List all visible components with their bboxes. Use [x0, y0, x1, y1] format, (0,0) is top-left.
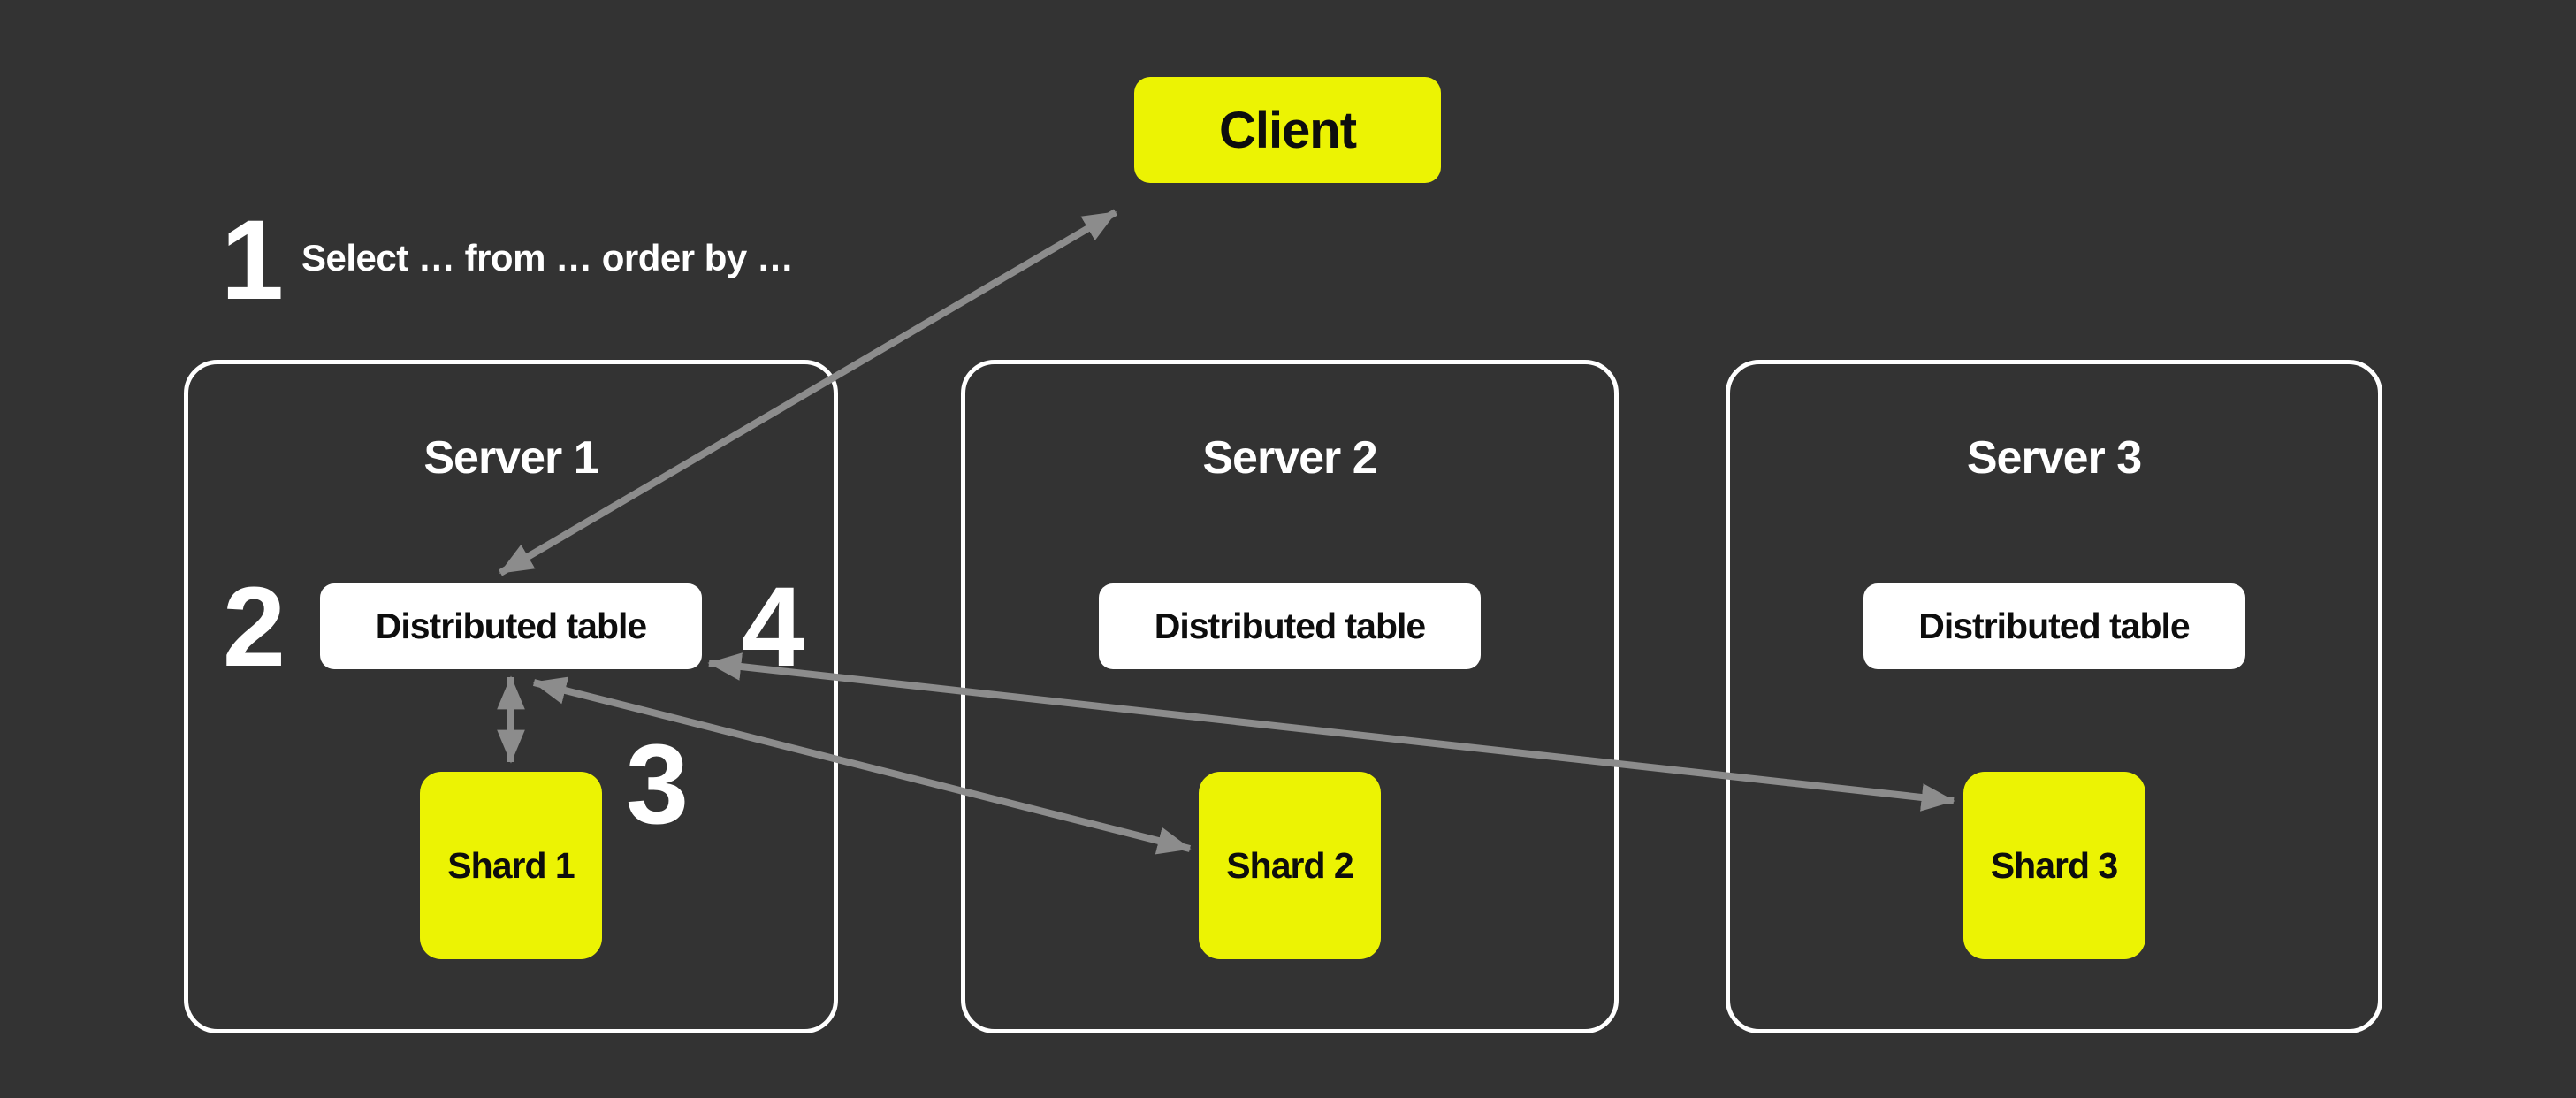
distributed-table-label: Distributed table	[1918, 606, 2190, 646]
server-3-distributed-table: Distributed table	[1863, 583, 2245, 669]
shard-2-node: Shard 2	[1199, 772, 1381, 959]
step-4-number: 4	[741, 564, 804, 690]
server-2-distributed-table: Distributed table	[1099, 583, 1481, 669]
client-node: Client	[1134, 77, 1441, 183]
server-1-title: Server 1	[423, 432, 598, 484]
server-1-distributed-table: Distributed table	[320, 583, 702, 669]
step-3-number: 3	[625, 721, 689, 848]
step-1-number: 1	[220, 197, 284, 324]
server-1-box: Server 1 Distributed table Shard 1	[184, 360, 838, 1033]
shard-3-label: Shard 3	[1990, 844, 2118, 886]
distributed-table-label: Distributed table	[1154, 606, 1426, 646]
distributed-table-label: Distributed table	[375, 606, 647, 646]
shard-3-node: Shard 3	[1962, 772, 2145, 959]
server-3-box: Server 3 Distributed table Shard 3	[1726, 360, 2382, 1033]
server-3-title: Server 3	[1966, 432, 2142, 484]
step-2-number: 2	[222, 564, 286, 690]
shard-1-label: Shard 1	[447, 844, 575, 886]
server-2-title: Server 2	[1202, 432, 1377, 484]
server-2-box: Server 2 Distributed table Shard 2	[961, 360, 1619, 1033]
shard-2-label: Shard 2	[1226, 844, 1353, 886]
step-1-query-text: Select … from … order by …	[301, 237, 794, 278]
shard-1-node: Shard 1	[420, 772, 602, 959]
client-label: Client	[1218, 101, 1357, 159]
